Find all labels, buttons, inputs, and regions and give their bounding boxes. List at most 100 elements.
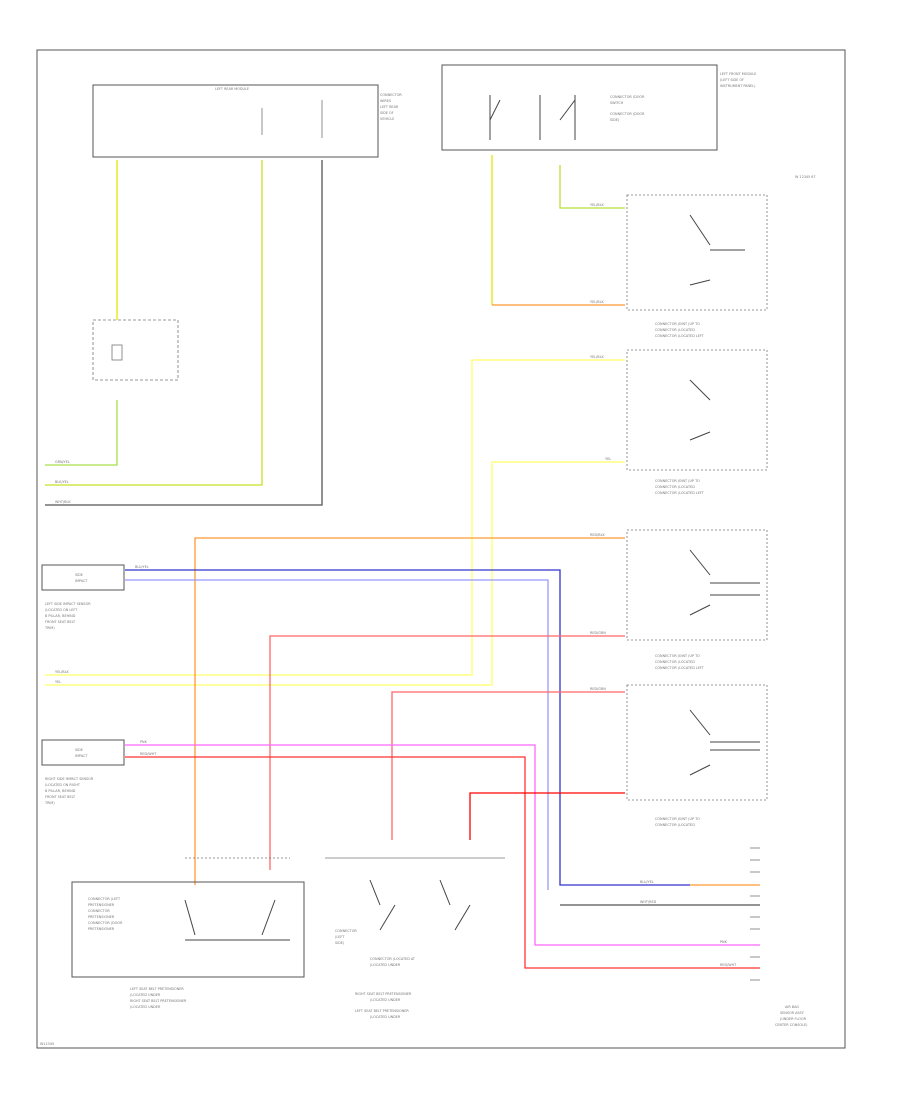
left-sensor-note-2: (LOCATED ON LEFT: [45, 608, 78, 612]
joint-3-label-1: CONNECTOR JOINT (UP TO: [655, 654, 700, 658]
left-rear-module: LEFT REAR MODULE CONNECTOR WIRES LEFT RE…: [92, 84, 402, 158]
center-caption-3: RIGHT SEAT BELT PRETENSIONER: [355, 992, 412, 996]
left-front-module-note-2: (LEFT SIDE OF: [720, 78, 744, 82]
connector-joint-2: CONNECTOR JOINT (UP TO CONNECTOR (LOCATE…: [626, 349, 768, 495]
right-belt-pretensioner-connector: CONNECTOR (LEFT SIDE) CONNECTOR (LOCATED…: [325, 857, 505, 1019]
left-sensor-note-5: TRIM): [44, 626, 55, 630]
connector-joint-1: CONNECTOR JOINT (UP TO CONNECTOR (LOCATE…: [626, 194, 768, 338]
label-yel-blk-left: YEL/BLK: [55, 670, 69, 674]
right-sensor-note-1: RIGHT SIDE IMPACT SENSOR: [45, 777, 94, 781]
connector-element: [111, 344, 123, 361]
module-note-2: WIRES: [380, 99, 391, 103]
label-yel: YEL: [605, 457, 611, 461]
left-sensor-box-1: SIDE: [75, 573, 83, 577]
left-front-module: LEFT FRONT MODULE (LEFT SIDE OF INSTRUME…: [441, 64, 756, 151]
center-caption-5: LEFT SEAT BELT PRETENSIONER: [355, 1009, 409, 1013]
airbag-caption-2: SENSOR ASSY: [780, 1011, 805, 1015]
left-sensor-box-2: IMPACT: [75, 579, 88, 583]
label-pnk-bottom: PNK: [720, 940, 728, 944]
footer-code: W12345: [40, 1042, 54, 1046]
label-yel-blk-2: YEL/BLK: [590, 300, 604, 304]
joint-3-label-3: CONNECTOR (LOCATED LEFT: [655, 666, 705, 670]
wire-purple-long: [125, 579, 549, 890]
belt-box-4: PRETENSIONER: [88, 915, 115, 919]
module-note-3: LEFT REAR: [380, 105, 399, 109]
label-blk-yel: BLK/YEL: [55, 480, 69, 484]
wire-black-right: [45, 160, 323, 506]
belt-box-2: PRETENSIONER: [88, 903, 115, 907]
label-wht-red: WHT/RED: [640, 900, 657, 904]
label-red-wht: RED/WHT: [140, 752, 157, 756]
wire-blue-long: [125, 569, 690, 886]
wire-red-joint-3: [269, 635, 625, 870]
switch-note-2: SWITCH: [610, 101, 624, 105]
airbag-caption-3: (UNDER FLOOR: [780, 1017, 807, 1021]
connector-joint-4: CONNECTOR JOINT (UP TO CONNECTOR (LOCATE…: [626, 684, 768, 827]
label-red-grn: RED/GRN: [590, 631, 606, 635]
center-caption-4: (LOCATED UNDER: [370, 998, 401, 1002]
label-wht-blk: WHT/BLK: [55, 500, 71, 504]
label-red-blk: RED/BLK: [590, 533, 605, 537]
left-side-impact-sensor: SIDE IMPACT LEFT SIDE IMPACT SENSOR (LOC…: [41, 564, 125, 630]
belt-box-6: PRETENSIONER: [88, 927, 115, 931]
airbag-sensor-assy: AIR BAG SENSOR ASSY (UNDER FLOOR CENTER …: [750, 847, 808, 1027]
label-red-grn-2: RED/GRN: [590, 687, 606, 691]
left-belt-pretensioner-connector: CONNECTOR (LEFT PRETENSIONER CONNECTOR P…: [71, 857, 305, 1009]
label-blu-yel-bottom: BLU/YEL: [640, 880, 654, 884]
center-caption-1: CONNECTOR (LOCATED AT: [370, 957, 416, 961]
wire-green-left: [45, 400, 118, 466]
joint-1-label-1: CONNECTOR JOINT (UP TO: [655, 322, 700, 326]
module-note-1: CONNECTOR: [380, 93, 402, 97]
module-note-4: SIDE OF: [380, 111, 394, 115]
switch-note-1: CONNECTOR (DOOR: [610, 95, 645, 99]
label-yel-blk-3: YEL/BLK: [590, 355, 604, 359]
left-sensor-note-3: B PILLAR, BEHIND: [45, 614, 76, 618]
wire-yellow-mid: [45, 160, 263, 486]
joint-4-label-1: CONNECTOR JOINT (UP TO: [655, 817, 700, 821]
connector-joint-3: CONNECTOR JOINT (UP TO CONNECTOR (LOCATE…: [626, 529, 768, 670]
left-rear-module-title: LEFT REAR MODULE: [215, 87, 249, 91]
label-blu-yel: BLU/YEL: [135, 565, 149, 569]
right-sensor-box-1: SIDE: [75, 748, 83, 752]
label-red-wht-bottom: RED/WHT: [720, 963, 737, 967]
belt-box-3: CONNECTOR: [88, 909, 110, 913]
label-yel-blk: YEL/BLK: [590, 203, 604, 207]
switch-note-3: CONNECTOR (DOOR: [610, 112, 645, 116]
wire-yellowgreen-top: [559, 165, 625, 209]
wire-yellow-long-2: [45, 461, 625, 686]
wire-red-short: [469, 792, 625, 840]
wire-yellow-long-1: [45, 359, 625, 676]
joint-1-label-3: CONNECTOR (LOCATED LEFT: [655, 334, 705, 338]
center-caption-6: (LOCATED UNDER: [370, 1015, 401, 1019]
joint-4-label-2: CONNECTOR (LOCATED: [655, 823, 695, 827]
wire-orange-long: [194, 537, 625, 885]
left-front-module-note-3: INSTRUMENT PANEL): [720, 84, 756, 88]
right-sensor-note-4: FRONT SEAT BELT: [45, 795, 76, 799]
module-note-5: VEHICLE: [380, 117, 394, 121]
right-sensor-box-2: IMPACT: [75, 754, 88, 758]
belt-caption-1: LEFT SEAT BELT PRETENSIONER: [130, 987, 184, 991]
connector-subbox: [92, 319, 179, 381]
joint-2-label-1: CONNECTOR JOINT (UP TO: [655, 479, 700, 483]
right-sensor-note-3: B PILLAR, BEHIND: [45, 789, 76, 793]
wire-red-bottom-long: [125, 756, 760, 969]
wire-red-joint-4: [391, 691, 625, 840]
joint-2-label-2: CONNECTOR (LOCATED: [655, 485, 695, 489]
top-right-code: W 12345 67: [795, 175, 816, 179]
airbag-caption-4: CENTER CONSOLE): [775, 1023, 808, 1027]
center-connector-note-1: CONNECTOR: [335, 929, 357, 933]
outer-frame: [36, 49, 846, 1049]
joint-1-label-2: CONNECTOR (LOCATED: [655, 328, 695, 332]
center-connector-note-2: (LEFT: [335, 935, 345, 939]
wire-pink-long: [125, 744, 760, 946]
airbag-caption-1: AIR BAG: [785, 1005, 799, 1009]
belt-caption-3: RIGHT SEAT BELT PRETENSIONER: [130, 999, 187, 1003]
joint-3-label-2: CONNECTOR (LOCATED: [655, 660, 695, 664]
belt-box-5: CONNECTOR (DOOR: [88, 921, 123, 925]
center-connector-note-3: SIDE): [335, 941, 345, 945]
left-front-module-title: LEFT FRONT MODULE: [720, 72, 756, 76]
right-sensor-note-5: TRIM): [44, 801, 55, 805]
belt-box-1: CONNECTOR (LEFT: [88, 897, 121, 901]
label-pnk: PNK: [140, 740, 148, 744]
joint-2-label-3: CONNECTOR (LOCATED LEFT: [655, 491, 705, 495]
